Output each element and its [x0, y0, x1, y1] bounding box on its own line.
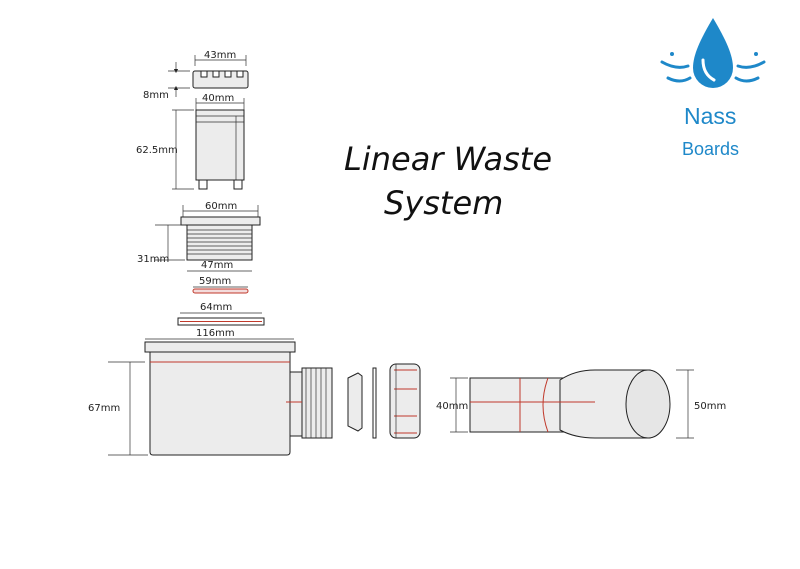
base-trap: 116mm 68mm 67mm: [88, 328, 333, 456]
title-line-2: System: [384, 184, 504, 222]
dim-ring-width: 59mm: [199, 276, 231, 287]
dim-base-width: 116mm: [196, 328, 235, 339]
brand-name: Nass: [684, 103, 737, 129]
outlet-gasket: [372, 367, 377, 439]
outlet-washer: [347, 372, 363, 432]
dim-trap-width: 40mm: [202, 93, 234, 104]
dim-grate-width: 43mm: [204, 50, 236, 61]
water-drop-icon: [660, 18, 766, 88]
o-ring: 59mm: [192, 276, 249, 294]
dim-seal-width: 64mm: [200, 302, 232, 313]
outlet-thread: [301, 367, 333, 439]
flat-seal: 64mm: [177, 302, 265, 326]
outlet-pipe: 40mm 50mm: [436, 369, 726, 439]
dim-trap-height: 62.5mm: [136, 145, 178, 156]
dim-grate-height: 8mm: [143, 90, 169, 101]
compression-nut: [389, 363, 421, 439]
thread-lines: [187, 229, 252, 255]
dim-flange-width: 60mm: [205, 201, 237, 212]
dim-outlet-diameter: 40mm: [436, 401, 468, 412]
dim-base-height: 67mm: [88, 403, 120, 414]
dim-body-height: 31mm: [137, 254, 169, 265]
dim-pipe-diameter: 50mm: [694, 401, 726, 412]
flange-body: 60mm 31mm 47mm: [137, 201, 261, 272]
brand-sub: Boards: [682, 139, 740, 159]
title-line-1: Linear Waste: [344, 140, 553, 178]
dim-thread-width: 47mm: [201, 260, 233, 271]
grate-cap: 43mm 8mm: [143, 50, 249, 101]
trap-insert: 40mm 62.5mm: [136, 93, 245, 190]
